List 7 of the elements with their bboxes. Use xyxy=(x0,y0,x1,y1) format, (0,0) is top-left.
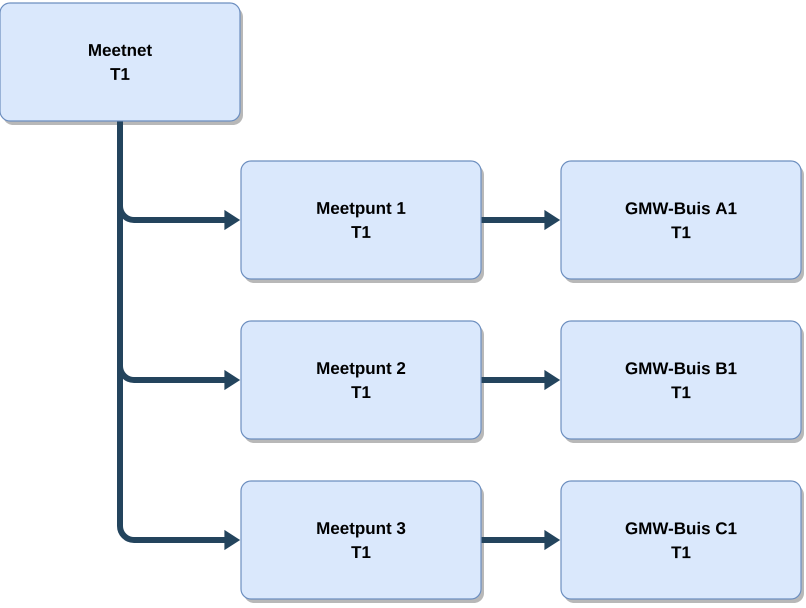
process-box: GMW-Buis A1 T1 xyxy=(560,160,804,283)
process-box: Meetpunt 2 T1 xyxy=(240,320,484,443)
process-box: Meetpunt 1 T1 xyxy=(240,160,484,283)
process-box: Meetnet T1 xyxy=(0,2,243,125)
process-box: GMW-Buis B1 T1 xyxy=(560,320,804,443)
process-box: Meetpunt 3 T1 xyxy=(240,480,484,603)
process-box: GMW-Buis C1 T1 xyxy=(560,480,804,603)
